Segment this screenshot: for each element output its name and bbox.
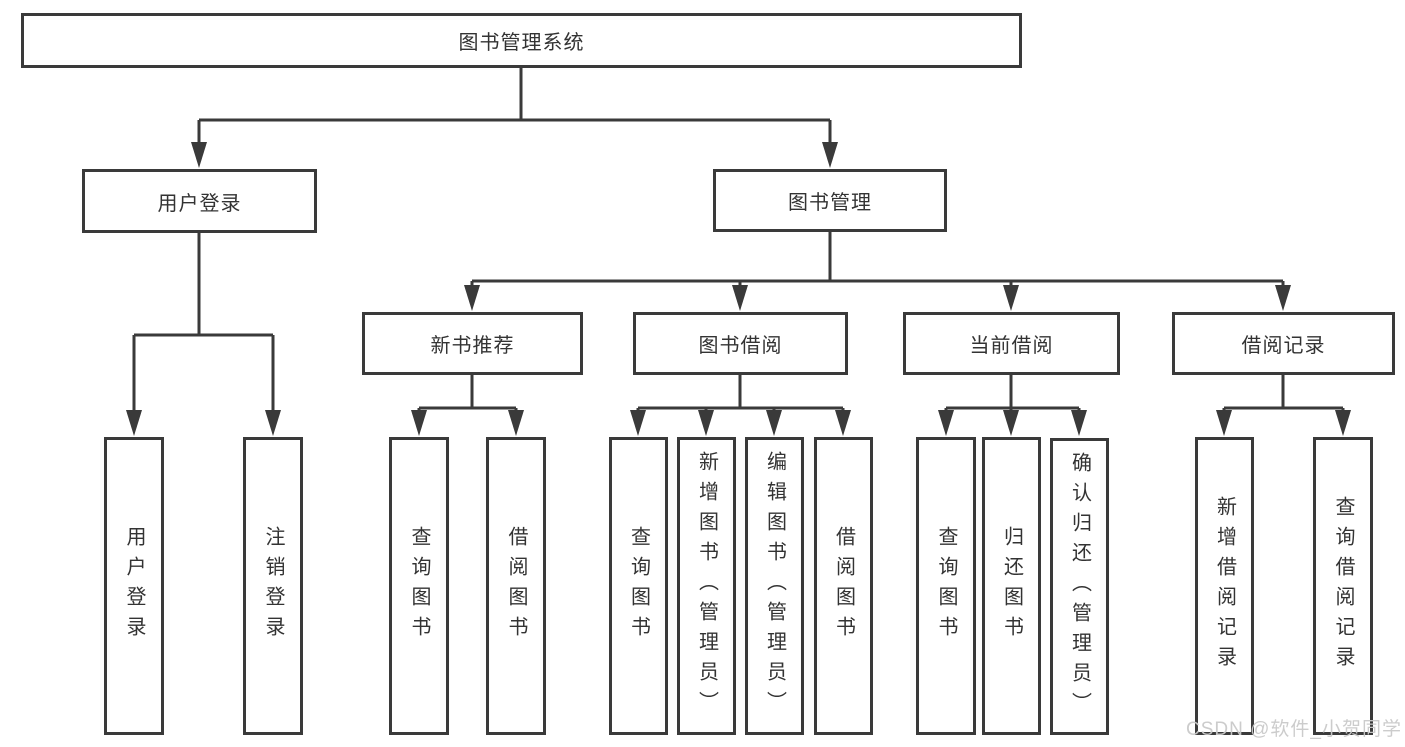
- node-label: 借阅图书: [505, 526, 527, 646]
- connector-newbooks-to-leaves: [417, 375, 518, 414]
- watermark: CSDN @软件_小贺同学: [1186, 719, 1402, 740]
- node-label: 当前借阅: [969, 335, 1054, 357]
- node-label: 用户登录: [157, 192, 242, 215]
- node-query-books-current: 查询图书: [916, 437, 976, 735]
- node-label: 查询图书: [627, 526, 650, 646]
- node-logout: 注销登录: [243, 437, 303, 735]
- node-label: 借阅记录: [1241, 335, 1326, 357]
- node-borrow-books-borrow: 借阅图书: [814, 437, 873, 735]
- node-label: 新增图书（管理员）: [695, 451, 718, 721]
- node-label: 归还图书: [1000, 526, 1023, 646]
- node-user-login-branch: 用户登录: [82, 169, 317, 233]
- node-add-borrow-record: 新增借阅记录: [1195, 437, 1254, 735]
- connector-root-to-level1: [197, 68, 832, 146]
- connector-bookmgmt-to-sections: [470, 232, 1285, 292]
- node-user-login: 用户登录: [104, 437, 164, 735]
- node-label: 借阅图书: [832, 526, 855, 646]
- node-label: 注销登录: [262, 526, 284, 646]
- connector-records-to-leaves: [1222, 375, 1345, 414]
- node-confirm-return-admin: 确认归还（管理员）: [1050, 438, 1109, 735]
- node-new-book-recommend: 新书推荐: [362, 312, 583, 375]
- node-label: 图书管理系统: [458, 32, 585, 54]
- node-label: 查询图书: [408, 526, 430, 646]
- node-edit-books-admin: 编辑图书（管理员）: [745, 437, 804, 735]
- connector-bookborrow-to-leaves: [636, 375, 845, 414]
- node-book-borrowing: 图书借阅: [633, 312, 848, 375]
- node-query-books-borrow: 查询图书: [609, 437, 668, 735]
- node-label: 新书推荐: [430, 335, 515, 357]
- node-return-books: 归还图书: [982, 437, 1041, 735]
- node-book-management-branch: 图书管理: [713, 169, 947, 232]
- connector-userlogin-to-leaves: [132, 233, 275, 414]
- node-add-books-admin: 新增图书（管理员）: [677, 437, 736, 735]
- node-library-management-system: 图书管理系统: [21, 13, 1022, 68]
- node-query-borrow-record: 查询借阅记录: [1313, 437, 1373, 735]
- node-label: 图书借阅: [698, 335, 783, 357]
- node-borrow-books-newbooks: 借阅图书: [486, 437, 546, 735]
- node-label: 查询借阅记录: [1332, 496, 1354, 676]
- node-borrowing-records: 借阅记录: [1172, 312, 1395, 375]
- connector-currentborrow-to-leaves: [944, 375, 1081, 414]
- node-query-books-newbooks: 查询图书: [389, 437, 449, 735]
- node-label: 图书管理: [788, 192, 872, 214]
- node-label: 查询图书: [935, 526, 957, 646]
- node-label: 新增借阅记录: [1213, 496, 1236, 676]
- node-current-borrowing: 当前借阅: [903, 312, 1120, 375]
- node-label: 确认归还（管理员）: [1068, 451, 1091, 722]
- node-label: 编辑图书（管理员）: [763, 451, 786, 721]
- node-label: 用户登录: [123, 526, 145, 646]
